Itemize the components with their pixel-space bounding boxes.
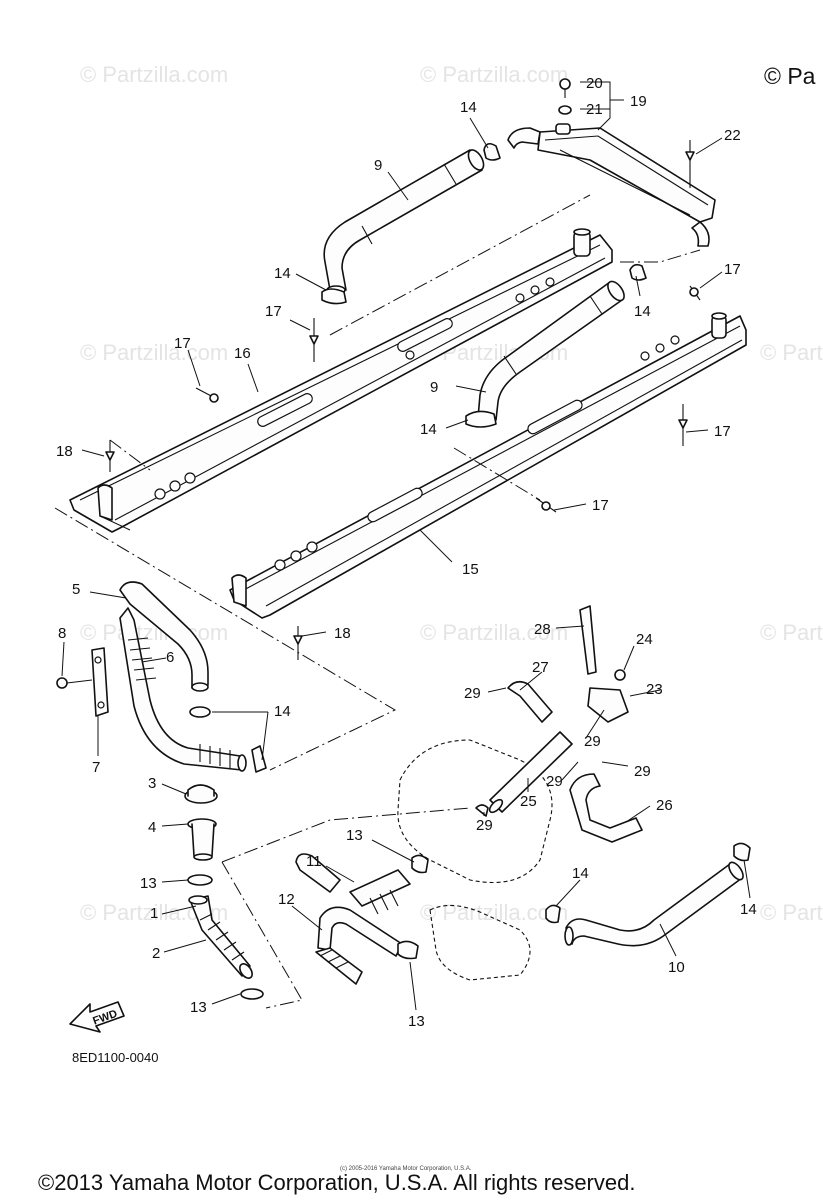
radiator-tank — [507, 78, 716, 247]
hose-11-12 — [295, 853, 411, 985]
watermark: © Partzilla.com — [80, 340, 228, 365]
hoses-25-29 — [475, 605, 643, 843]
callout-labels: 20 21 19 22 14 9 14 17 14 17 17 16 9 14 … — [56, 75, 757, 1030]
callout-4: 4 — [148, 819, 156, 836]
small-copyright: (c) 2005-2016 Yamaha Motor Corporation, … — [340, 1166, 472, 1172]
callout-18: 18 — [334, 625, 351, 642]
callout-15: 15 — [462, 561, 479, 578]
fwd-arrow-icon: FWD — [69, 1001, 125, 1033]
engine-outline — [397, 739, 553, 981]
callout-23: 23 — [646, 681, 663, 698]
cap-3-filler-4 — [184, 784, 218, 861]
callout-24: 24 — [636, 631, 653, 648]
heat-exchanger-16 — [69, 228, 613, 533]
watermark: © Partzilla.com — [80, 62, 228, 87]
callout-3: 3 — [148, 775, 156, 792]
callout-14: 14 — [420, 421, 437, 438]
callout-29: 29 — [476, 817, 493, 834]
callout-26: 26 — [656, 797, 673, 814]
callout-29: 29 — [464, 685, 481, 702]
callout-16: 16 — [234, 345, 251, 362]
callout-28: 28 — [534, 621, 551, 638]
callout-14: 14 — [274, 265, 291, 282]
callout-19: 19 — [630, 93, 647, 110]
callout-6: 6 — [166, 649, 174, 666]
clamps-13-mid — [397, 854, 429, 960]
reference-lines — [54, 194, 701, 1009]
callout-14: 14 — [274, 703, 291, 720]
callout-8: 8 — [58, 625, 66, 642]
callout-1: 1 — [150, 905, 158, 922]
callout-11: 11 — [306, 853, 322, 870]
watermark: © Partzilla.com — [420, 900, 568, 925]
heat-exchanger-15 — [229, 312, 747, 619]
rivets — [105, 285, 701, 660]
callout-14: 14 — [460, 99, 477, 116]
callout-13: 13 — [190, 999, 207, 1016]
watermark: © Partzilla.com — [760, 900, 823, 925]
callout-29: 29 — [546, 773, 563, 790]
footer-copyright: ©2013 Yamaha Motor Corporation, U.S.A. A… — [38, 1170, 635, 1195]
clamps-14-top — [321, 142, 647, 428]
clamps-13-left — [187, 706, 267, 1000]
callout-18: 18 — [56, 443, 73, 460]
callout-25: 25 — [520, 793, 537, 810]
callout-9: 9 — [430, 379, 438, 396]
callout-12: 12 — [278, 891, 295, 908]
callout-17: 17 — [592, 497, 609, 514]
callout-29: 29 — [584, 733, 601, 750]
watermark: © Partzilla.com — [420, 620, 568, 645]
corner-copyright: © Pa — [764, 63, 816, 89]
callout-13: 13 — [408, 1013, 425, 1030]
callout-13: 13 — [346, 827, 363, 844]
callout-17: 17 — [714, 423, 731, 440]
watermark: © Partzilla.com — [760, 620, 823, 645]
callout-13: 13 — [140, 875, 157, 892]
callout-20: 20 — [586, 75, 603, 92]
callout-2: 2 — [152, 945, 160, 962]
callout-22: 22 — [724, 127, 741, 144]
watermark: © Partzilla.com — [760, 340, 823, 365]
callout-17: 17 — [724, 261, 741, 278]
callout-17: 17 — [265, 303, 282, 320]
callout-7: 7 — [92, 759, 100, 776]
watermark: © Partzilla.com — [420, 62, 568, 87]
hose-9-upper — [323, 149, 485, 295]
bracket-7 — [56, 647, 109, 717]
hose-9-lower — [477, 280, 625, 421]
callout-5: 5 — [72, 581, 80, 598]
callout-14: 14 — [572, 865, 589, 882]
callout-17: 17 — [174, 335, 191, 352]
part-code: 8ED1100-0040 — [72, 1050, 159, 1065]
callout-29: 29 — [634, 763, 651, 780]
hose-10 — [564, 861, 744, 947]
callout-9: 9 — [374, 157, 382, 174]
hose-5-assembly — [119, 581, 247, 772]
leader-lines — [61, 81, 751, 1011]
hose-1-2 — [188, 895, 253, 979]
clamps-14-right — [545, 842, 751, 924]
callout-14: 14 — [634, 303, 651, 320]
callout-14: 14 — [740, 901, 757, 918]
callout-27: 27 — [532, 659, 549, 676]
callout-21: 21 — [586, 101, 603, 118]
callout-10: 10 — [668, 959, 685, 976]
